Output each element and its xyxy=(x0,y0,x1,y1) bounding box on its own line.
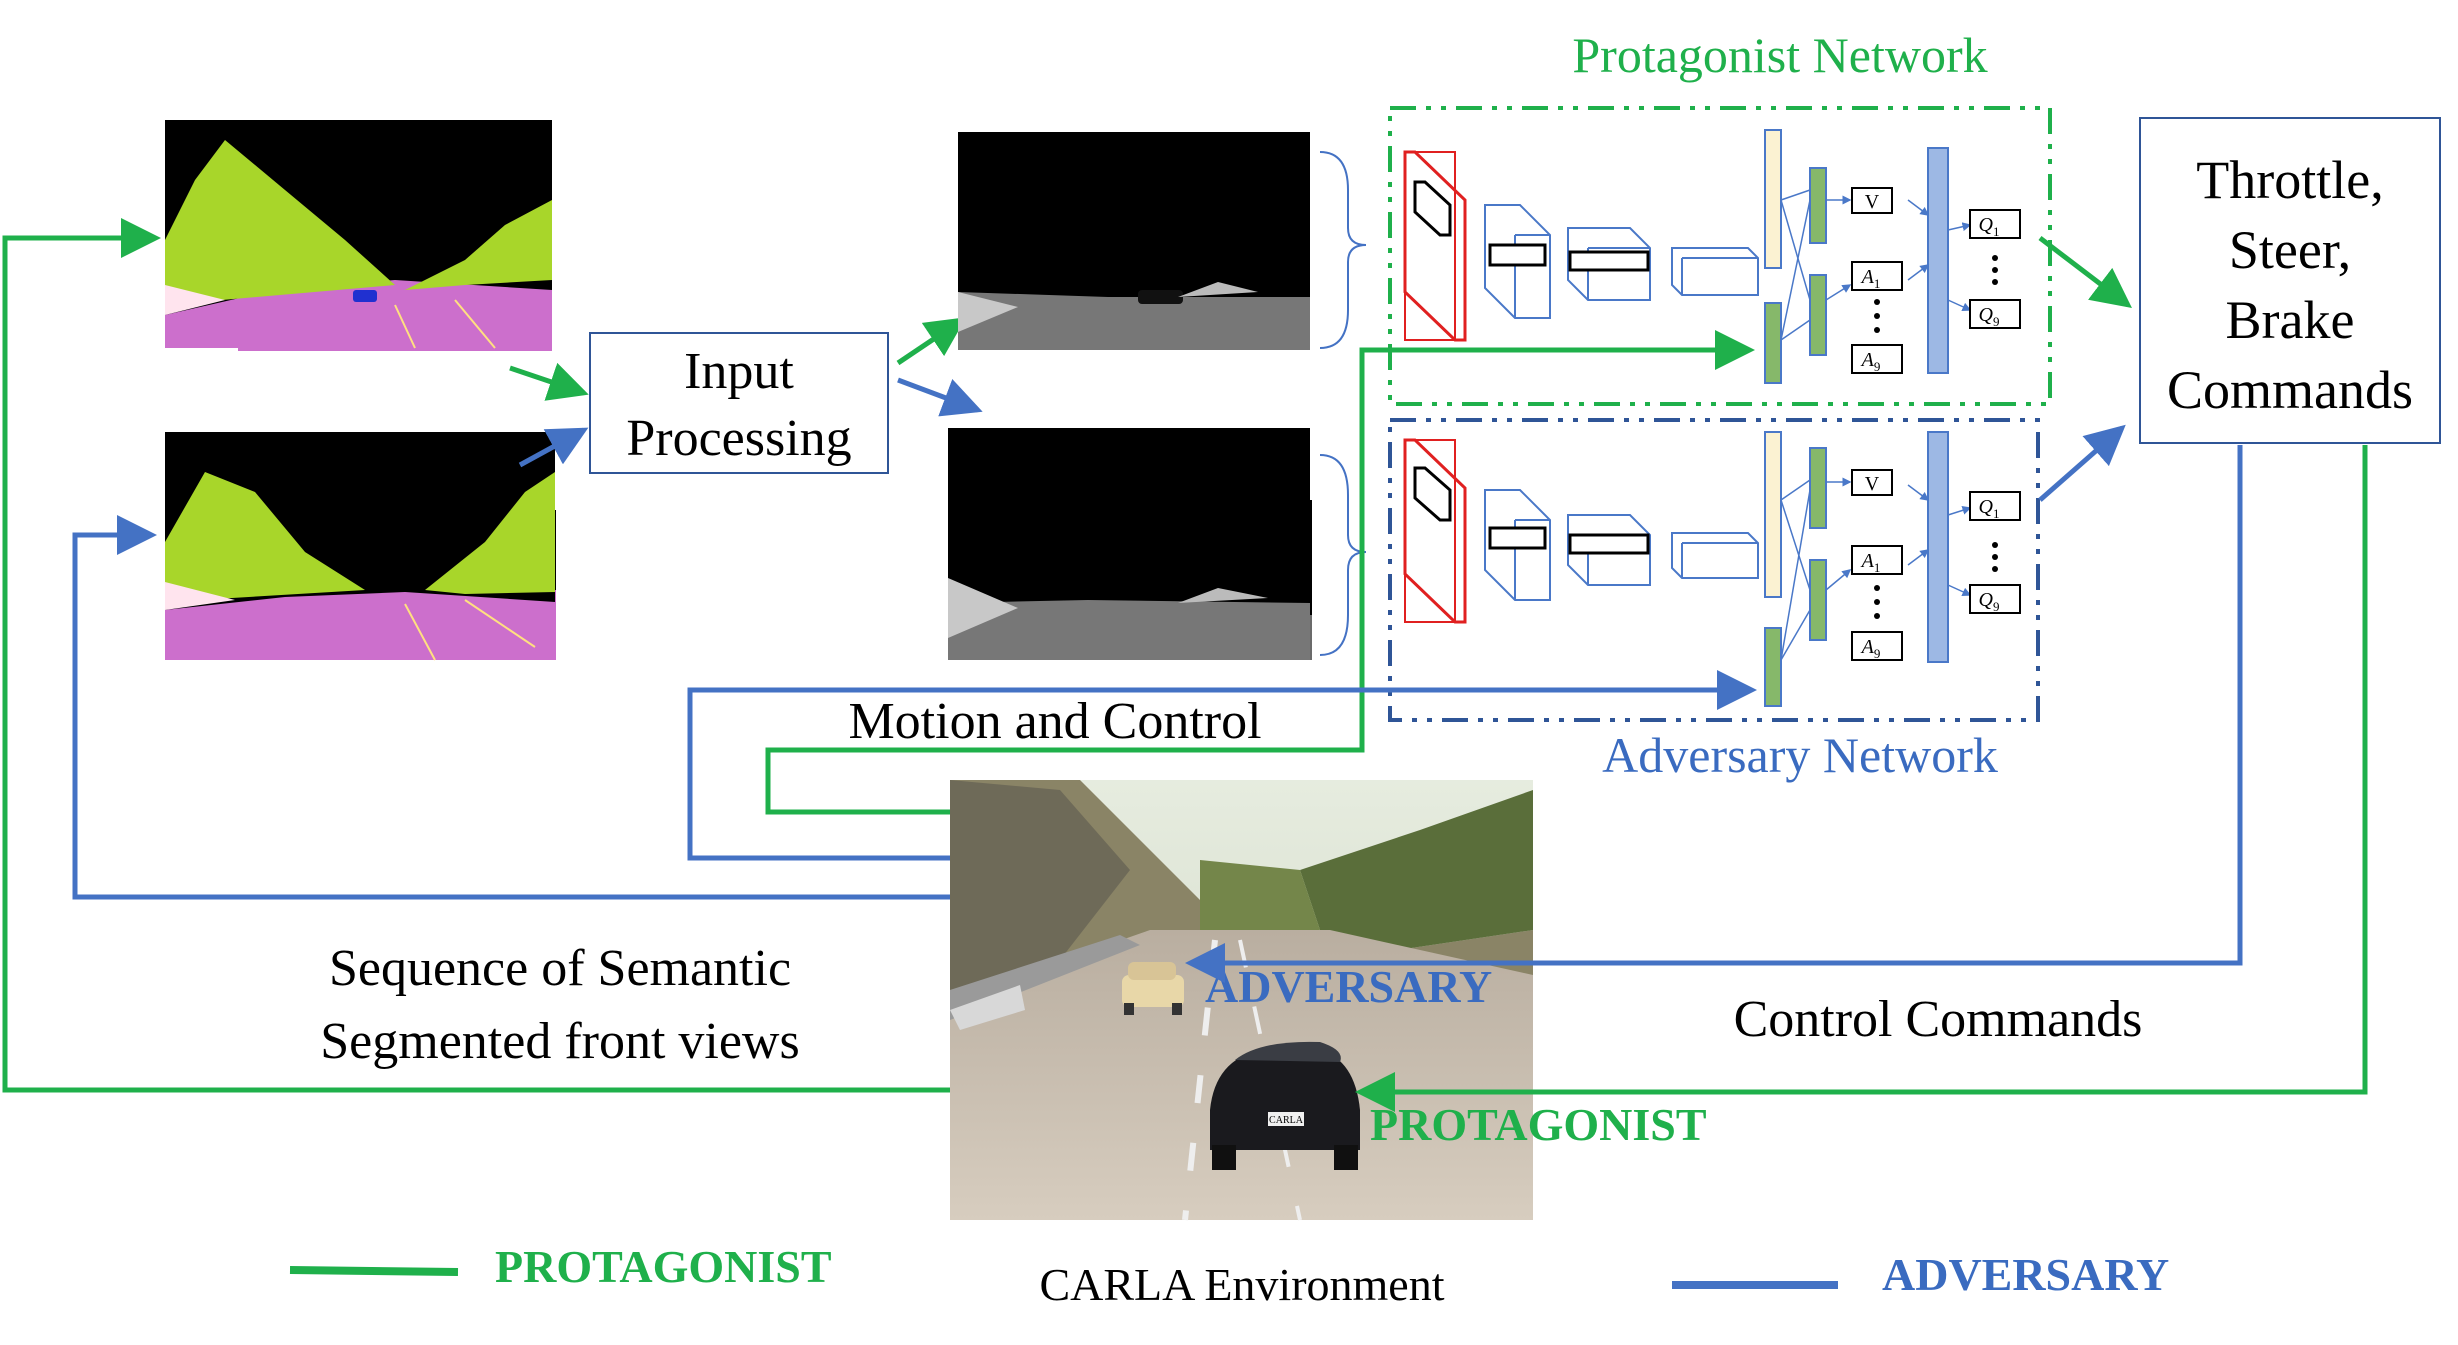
svg-text:A9: A9 xyxy=(1860,636,1881,661)
brace-bottom xyxy=(1319,454,1367,656)
gray-frame-front-top xyxy=(958,132,1310,350)
arrow-adversary-to-commands xyxy=(2038,424,2126,502)
commands-label-line2: Steer, xyxy=(2229,220,2351,280)
legend-adversary-label: ADVERSARY xyxy=(1882,1249,2169,1300)
input-processing-label-line1: Input xyxy=(684,343,794,400)
gray-stack-top xyxy=(958,132,1310,350)
commands-label-line3: Brake xyxy=(2226,290,2355,350)
adversary-car xyxy=(1122,962,1184,1015)
motion-and-control-label: Motion and Control xyxy=(848,693,1261,750)
svg-text:A1: A1 xyxy=(1860,550,1881,575)
adversary-q1-sub: 1 xyxy=(1993,506,2000,521)
input-processing-label-line2: Processing xyxy=(626,410,851,467)
svg-text:Q1: Q1 xyxy=(1979,496,2000,521)
scene-protagonist-label: PROTAGONIST xyxy=(1370,1099,1707,1150)
arrow-input-to-protagonist-frames xyxy=(896,317,967,366)
brace-top xyxy=(1319,151,1367,349)
protagonist-value-label: V xyxy=(1865,191,1880,213)
protagonist-network-title: Protagonist Network xyxy=(1572,27,1987,83)
adversary-q1-label: Q xyxy=(1979,496,1994,518)
legend: PROTAGONIST ADVERSARY xyxy=(289,1241,2169,1300)
svg-text:A9: A9 xyxy=(1860,349,1881,374)
gray-stack-bottom xyxy=(948,428,1312,660)
protagonist-a9-label: A xyxy=(1860,349,1875,371)
carla-scene: CARLA xyxy=(950,780,1533,1221)
car-plate-text: CARLA xyxy=(1269,1115,1304,1126)
adversary-q9-label: Q xyxy=(1979,589,1994,611)
loop-protagonist-observation xyxy=(2,218,950,1093)
commands-label-line4: Commands xyxy=(2167,360,2413,420)
svg-text:Q1: Q1 xyxy=(1979,214,2000,239)
arrow-input-to-adversary-frames xyxy=(897,377,983,417)
protagonist-q9-label: Q xyxy=(1979,304,1994,326)
loop-protagonist-commands xyxy=(1355,445,2368,1112)
adversary-a1-sub: 1 xyxy=(1874,560,1881,575)
segmented-frame-front-bottom xyxy=(165,432,555,661)
sequence-label-line1: Sequence of Semantic xyxy=(329,940,791,997)
protagonist-car: CARLA xyxy=(1210,1041,1360,1170)
arrow-top-stack-to-input xyxy=(509,362,589,401)
arrow-bottom-stack-to-input xyxy=(518,427,589,468)
adversary-network-box xyxy=(1388,418,2040,722)
adversary-network-title: Adversary Network xyxy=(1602,727,1998,783)
commands-box xyxy=(2139,117,2441,444)
adversary-a9-label: A xyxy=(1860,636,1875,658)
protagonist-a1-sub: 1 xyxy=(1874,276,1881,291)
adversary-q9-sub: 9 xyxy=(1993,599,2000,614)
loop-adversary-commands xyxy=(1185,445,2243,983)
segmented-stack-top xyxy=(165,120,552,351)
svg-text:Q9: Q9 xyxy=(1979,304,2000,329)
loop-adversary-observation xyxy=(72,515,950,900)
protagonist-q1-sub: 1 xyxy=(1993,224,2000,239)
protagonist-q1-label: Q xyxy=(1979,214,1994,236)
scene-adversary-label: ADVERSARY xyxy=(1205,961,1492,1012)
adversary-a1-label: A xyxy=(1860,550,1875,572)
loop-adversary-motion xyxy=(687,670,1757,861)
adversary-network-layers: V A1 A9 Q1 Q9 xyxy=(1403,431,2021,707)
sequence-label-line2: Segmented front views xyxy=(320,1013,799,1070)
legend-protagonist-swatch xyxy=(289,1266,459,1276)
gray-frame-front-bottom xyxy=(948,428,1310,660)
adversary-a9-sub: 9 xyxy=(1874,646,1881,661)
loop-protagonist-motion xyxy=(765,330,1755,815)
svg-text:Q9: Q9 xyxy=(1979,589,2000,614)
input-processing-box xyxy=(589,332,889,474)
svg-text:A1: A1 xyxy=(1860,266,1881,291)
protagonist-network-box xyxy=(1388,106,2052,406)
protagonist-network-layers: V A1 A9 Q1 Q9 xyxy=(1403,129,2021,384)
carla-environment-label: CARLA Environment xyxy=(1039,1259,1444,1310)
protagonist-q9-sub: 9 xyxy=(1993,314,2000,329)
adversary-value-label: V xyxy=(1865,473,1880,495)
control-commands-label: Control Commands xyxy=(1734,991,2143,1048)
protagonist-a1-label: A xyxy=(1860,266,1875,288)
segmented-stack-bottom xyxy=(165,432,556,661)
commands-label-line1: Throttle, xyxy=(2196,150,2383,210)
legend-protagonist-label: PROTAGONIST xyxy=(495,1241,832,1292)
arrow-protagonist-to-commands xyxy=(2038,236,2132,309)
segmented-frame-front-top xyxy=(165,120,552,349)
protagonist-a9-sub: 9 xyxy=(1874,359,1881,374)
